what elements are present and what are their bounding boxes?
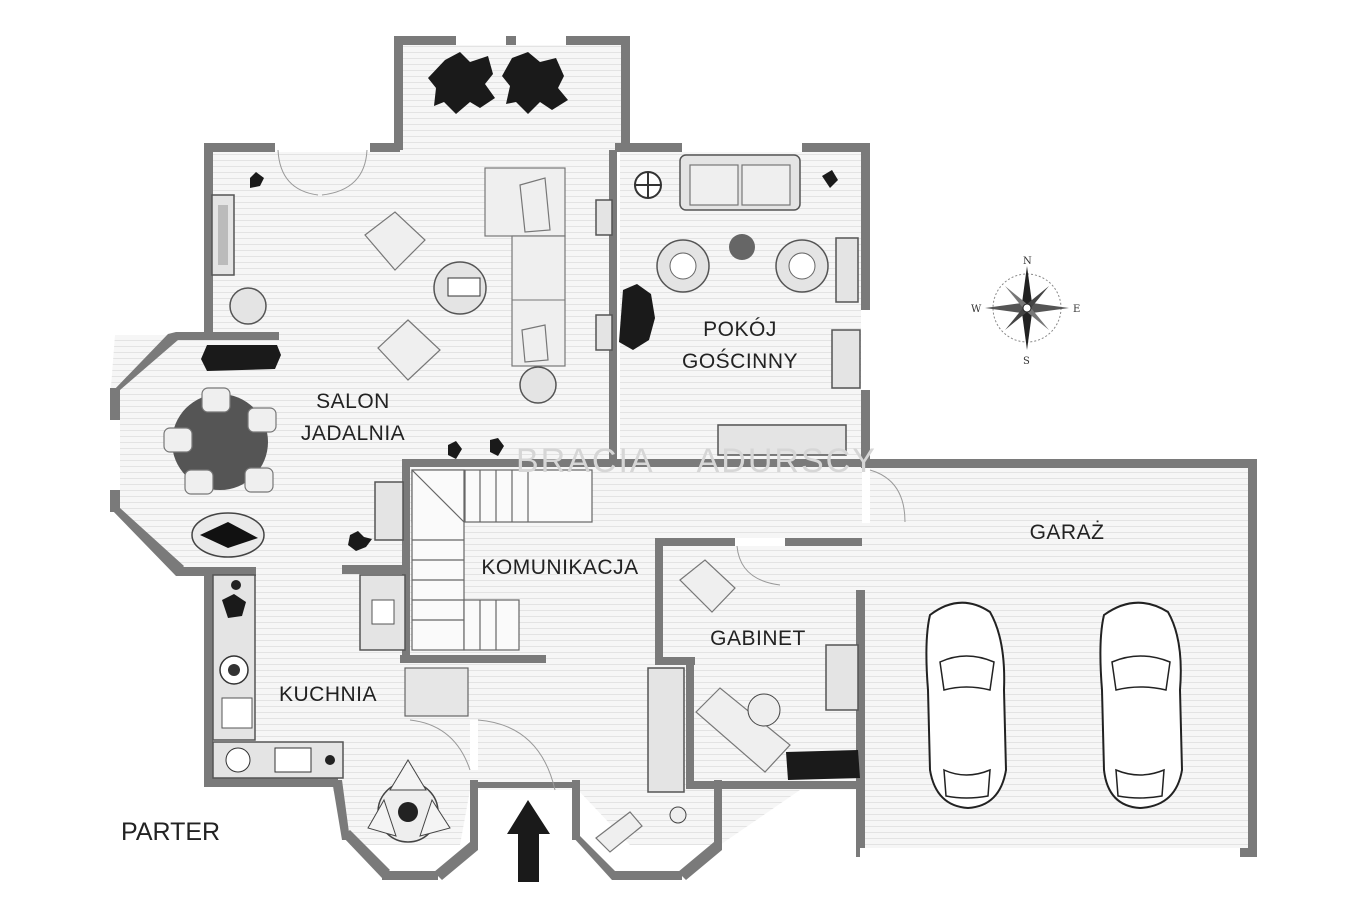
label-pokoj: POKÓJ (703, 318, 777, 341)
staircase (404, 469, 593, 717)
chair-icon (364, 211, 441, 381)
label-jadalnia: JADALNIA (301, 422, 405, 445)
salon-furniture (163, 52, 613, 558)
sofa-icon (484, 167, 566, 367)
compass-rose-icon: N S E W (971, 256, 1080, 367)
label-goscinny: GOŚCINNY (682, 349, 798, 373)
floor-label: PARTER (121, 818, 220, 846)
lounge-chair-icon (191, 512, 265, 558)
car-icon (925, 601, 1008, 810)
doors-windows (110, 36, 1240, 857)
kitchen-furniture (212, 574, 451, 843)
sofa-icon (679, 154, 801, 211)
room-labels: SALON JADALNIA POKÓJ GOŚCINNY KOMUNIKACJ… (279, 318, 1104, 706)
pokoj-furniture (619, 154, 861, 456)
label-komunikacja: KOMUNIKACJA (481, 556, 638, 579)
compass-w: W (971, 304, 982, 315)
label-salon: SALON (316, 390, 390, 413)
compass-n: N (1023, 256, 1032, 267)
garage-cars (925, 601, 1184, 810)
label-garaz: GARAŻ (1030, 521, 1105, 544)
gabinet-furniture (595, 559, 860, 853)
compass-s: S (1023, 356, 1030, 367)
label-kuchnia: KUCHNIA (279, 683, 377, 706)
table-icon (433, 261, 487, 315)
watermark: BRACIA ADURSCY (516, 442, 877, 480)
entrance-arrow-icon (507, 800, 550, 882)
table-icon (367, 759, 451, 843)
compass-e: E (1073, 304, 1080, 315)
label-gabinet: GABINET (710, 627, 806, 650)
plant-icon (201, 52, 568, 371)
dining-table-icon (163, 387, 277, 495)
car-icon (1099, 601, 1184, 810)
